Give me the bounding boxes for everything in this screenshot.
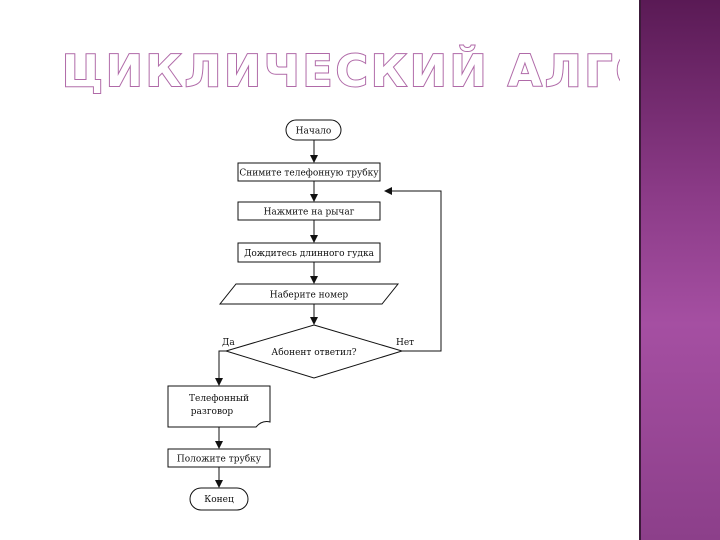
yes-label: Да bbox=[222, 338, 235, 348]
end-label: Конец bbox=[204, 495, 234, 505]
arrow-yes-branch bbox=[215, 350, 226, 386]
input-dial-number-label: Наберите номер bbox=[270, 290, 349, 301]
start-label: Начало bbox=[296, 127, 332, 137]
process-hang-up bbox=[167, 448, 271, 468]
process-lift-handset-label: Снимите телефонную трубку bbox=[239, 168, 379, 179]
end-terminal bbox=[189, 487, 249, 511]
start-terminal bbox=[285, 119, 342, 141]
process-lift-handset bbox=[237, 162, 381, 182]
process-press-lever-label: Нажмите на рычаг bbox=[264, 208, 355, 218]
document-conversation bbox=[167, 385, 271, 428]
decision-answered-label: Абонент ответил? bbox=[271, 347, 356, 358]
decision-answered bbox=[224, 324, 404, 379]
slide-title-text: ЦИКЛИЧЕСКИЙ АЛГОРИТМ bbox=[62, 44, 620, 97]
slide-title: ЦИКЛИЧЕСКИЙ АЛГОРИТМ bbox=[61, 43, 620, 98]
process-wait-tone-label: Дождитесь длинного гудка bbox=[244, 249, 375, 259]
no-label: Нет bbox=[396, 338, 414, 348]
arrow-no-loop bbox=[384, 187, 442, 352]
right-bar-divider bbox=[639, 0, 641, 540]
document-conversation-line1: Телефонный bbox=[189, 394, 249, 404]
document-conversation-line2: разговор bbox=[191, 407, 234, 417]
process-wait-tone bbox=[237, 242, 381, 263]
right-accent-bar bbox=[641, 0, 720, 540]
process-hang-up-label: Положите трубку bbox=[177, 454, 262, 465]
process-press-lever bbox=[237, 201, 381, 221]
input-dial-number bbox=[218, 283, 400, 305]
